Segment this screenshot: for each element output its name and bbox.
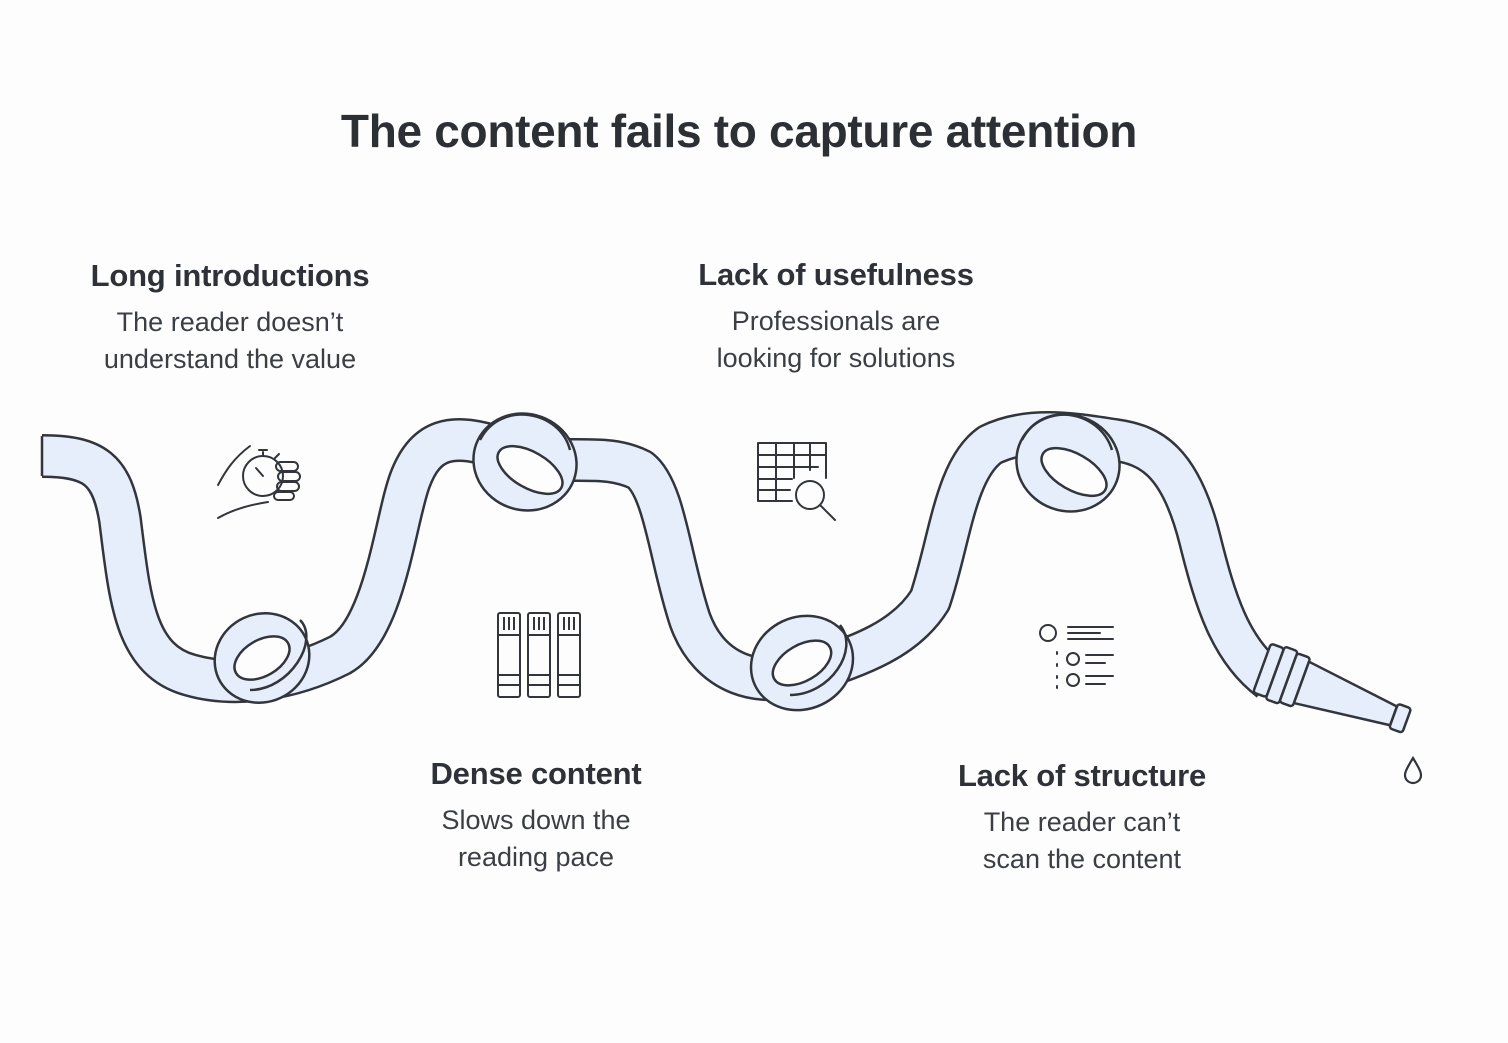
book-stack-icon [497,612,581,698]
label-description: The reader doesn’t understand the value [103,307,357,374]
label-lack-of-structure: Lack of structure The reader can’t scan … [872,758,1292,878]
label-heading: Dense content [430,756,642,791]
knot-1 [213,612,311,704]
label-description: The reader can’t scan the content [982,807,1182,874]
label-dense-content: Dense content Slows down the reading pac… [326,756,746,876]
label-description: Professionals are looking for solutions [716,306,956,373]
label-heading: Long introductions [90,258,370,293]
label-heading: Lack of structure [957,758,1207,793]
knot-2 [472,412,578,512]
label-long-introductions: Long introductions The reader doesn’t un… [20,258,440,378]
hand-watch-icon [217,445,301,519]
label-heading: Lack of usefulness [698,257,974,292]
diagram-title: The content fails to capture attention [340,105,1138,157]
label-description: Slows down the reading pace [441,805,631,872]
knot-3 [749,614,855,712]
hose-nozzle [1252,643,1412,734]
bullet-list-icon [1039,624,1114,689]
table-search-icon [757,442,836,521]
label-lack-of-usefulness: Lack of usefulness Professionals are loo… [626,257,1046,377]
water-drop-icon [1403,755,1423,785]
knot-4 [1015,413,1121,513]
